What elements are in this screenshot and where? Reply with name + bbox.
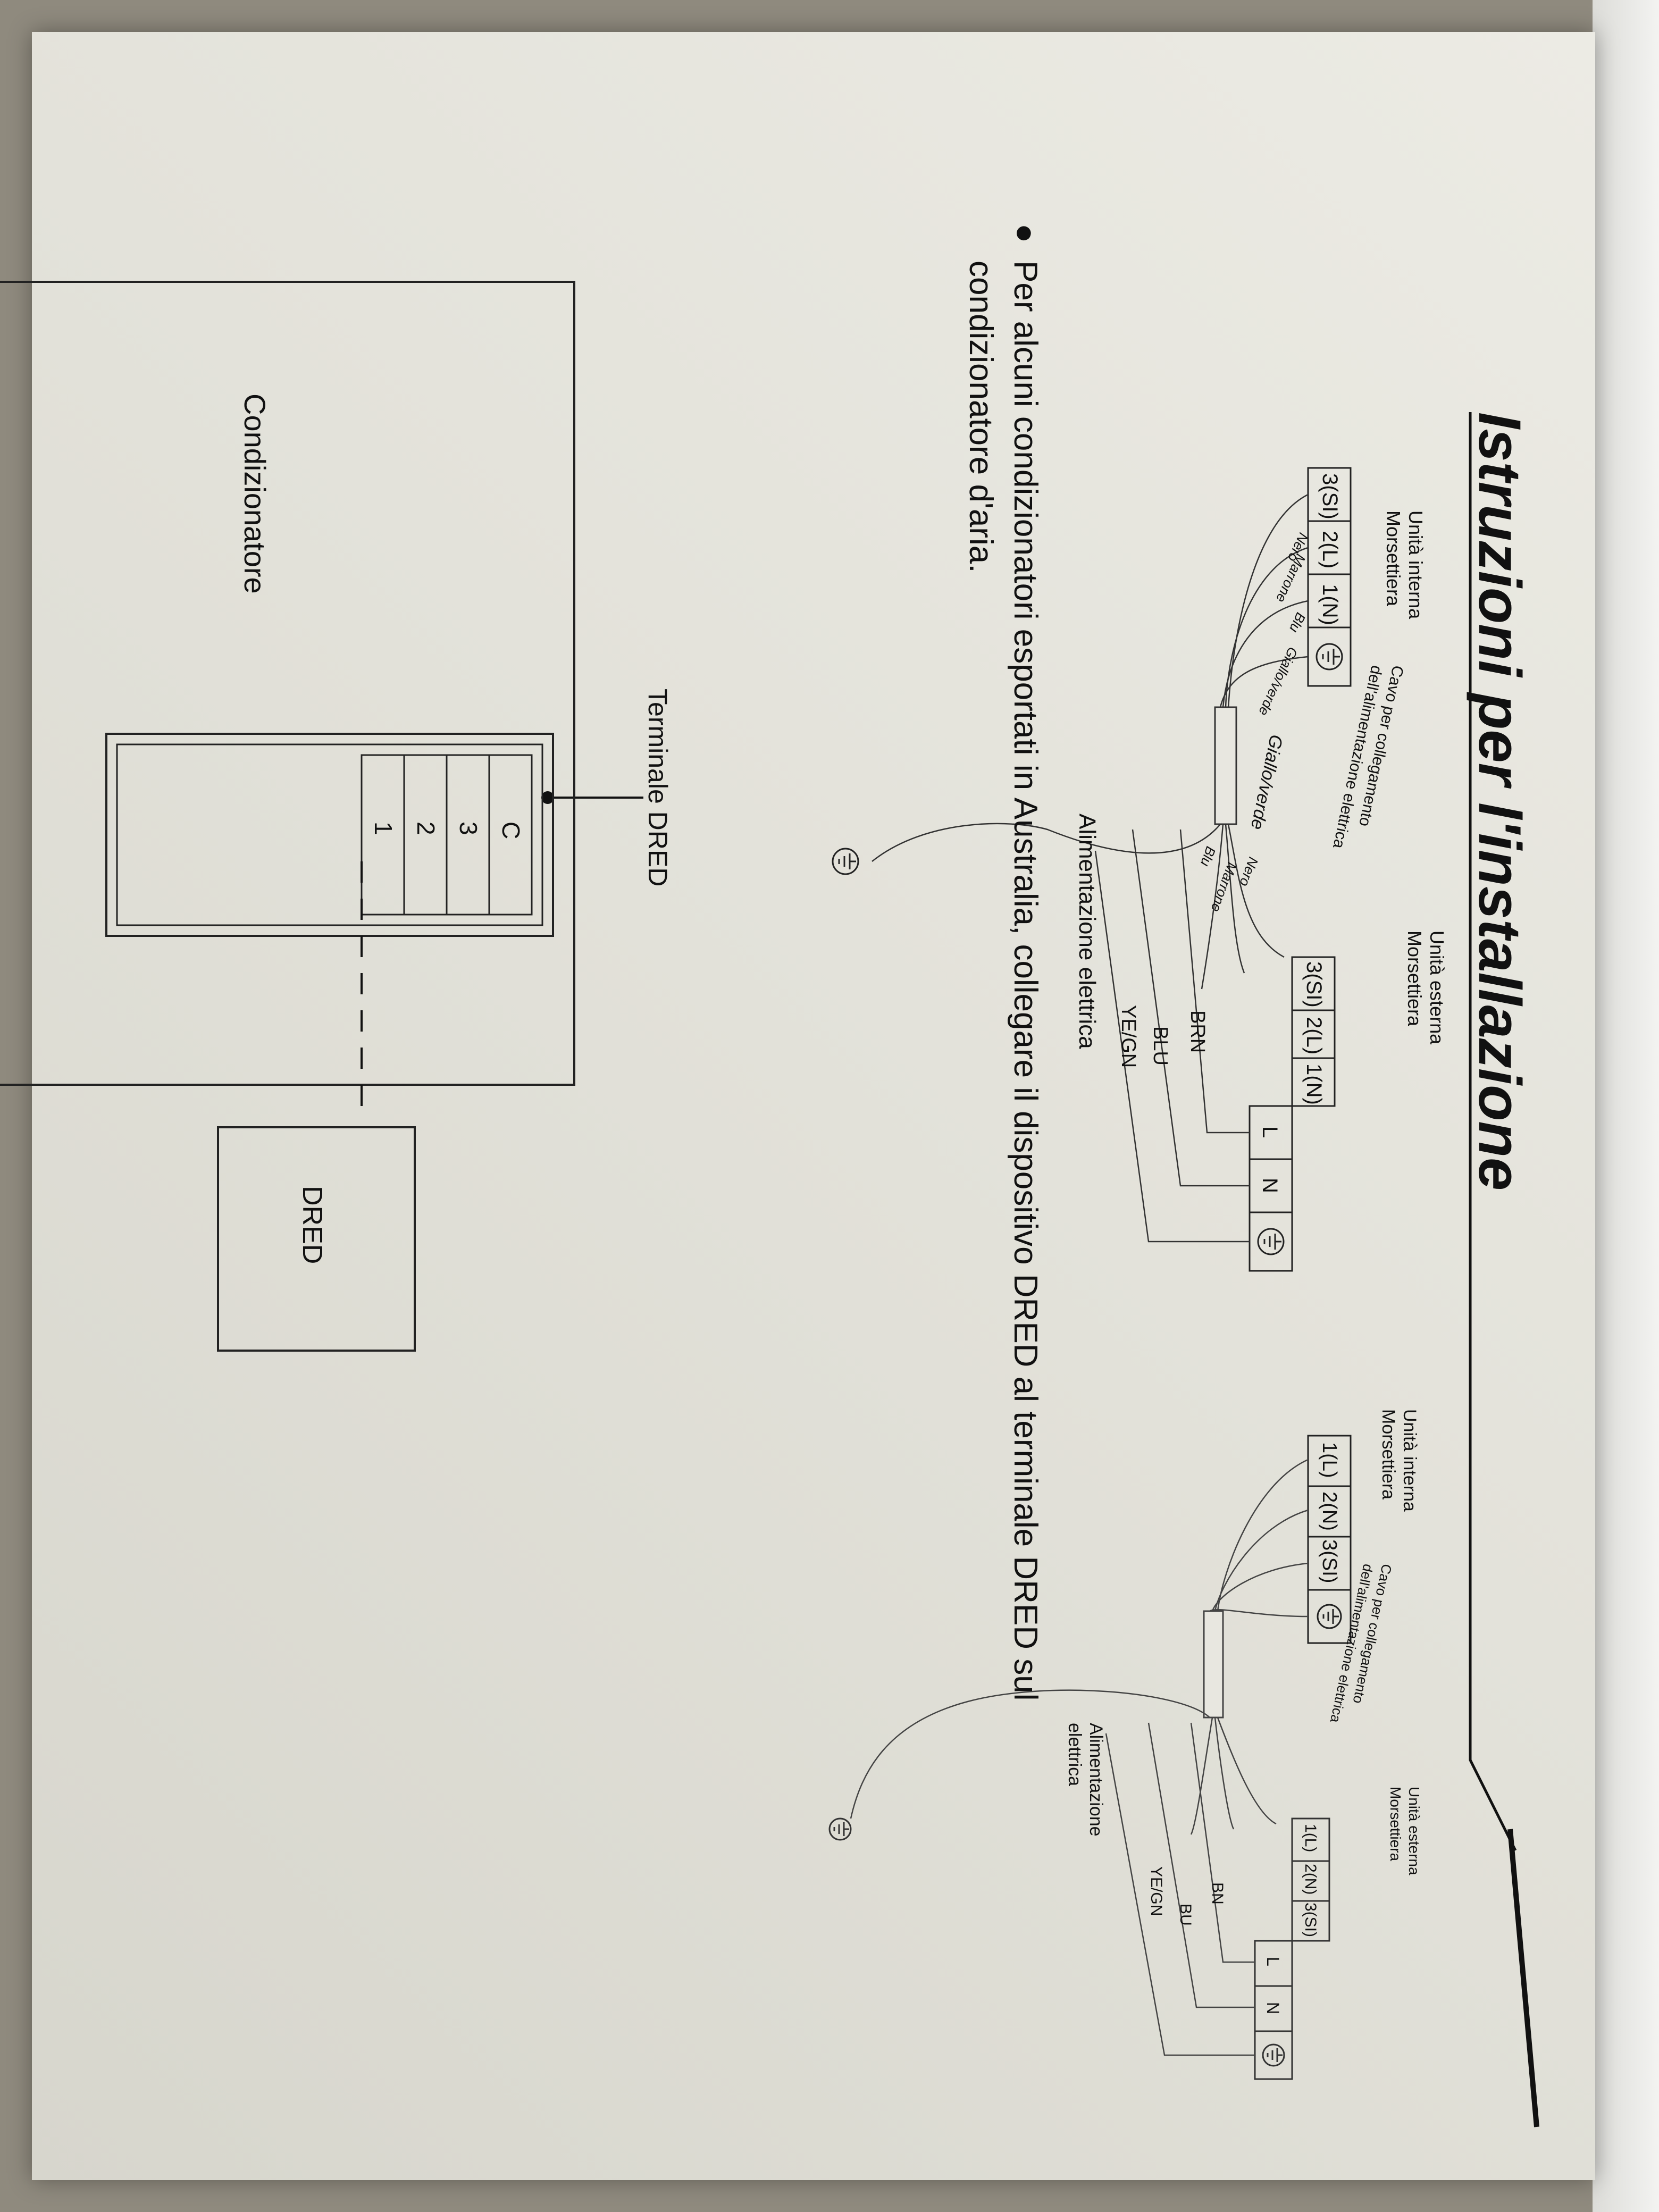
d2-supply-wire: BU <box>1177 1904 1194 1926</box>
d1-indoor-label-2: Morsettiera <box>1382 510 1404 607</box>
d1-indoor-terminal: 2(L) <box>1318 531 1342 568</box>
d1-wire-label: Nero <box>1236 855 1261 889</box>
d1-outdoor-terminal: 2(L) <box>1302 1017 1326 1054</box>
ground-icon <box>1262 2043 1285 2067</box>
d2-outdoor-terminal: 1(L) <box>1302 1824 1319 1852</box>
d2-indoor-terminal: 3(SI) <box>1318 1539 1340 1583</box>
dred-diagram: Terminale DRED C 3 2 1 Condizionatore DR… <box>0 281 673 1352</box>
d1-supply-label: Alimentazione elettrica <box>1074 814 1100 1049</box>
d2-supply-wire: YE/GN <box>1147 1866 1165 1916</box>
d1-ground-wire-label: Giallo/verde <box>1246 733 1286 831</box>
d2-supply-wire: BN <box>1209 1882 1226 1905</box>
title-rule <box>1507 1829 1539 2127</box>
d2-indoor-terminal: 1(L) <box>1318 1442 1340 1478</box>
d2-outdoor-terminal: 3(SI) <box>1302 1903 1319 1937</box>
air-conditioner-box <box>0 281 575 1086</box>
d2-outdoor-label-2: Morsettiera <box>1387 1787 1404 1861</box>
d1-outdoor-label-1: Unità esterna <box>1426 931 1448 1045</box>
bullet-line-1: Per alcuni condizionatori esportati in A… <box>1007 261 1044 1701</box>
d1-outdoor-terminal-block <box>1291 956 1336 1107</box>
dred-terminal-pin: 1 <box>370 822 397 835</box>
dred-terminal-pin: 2 <box>412 822 440 835</box>
ground-icon <box>1317 1604 1342 1629</box>
d2-indoor-label-1: Unità interna <box>1400 1409 1420 1512</box>
d1-supply-wire: YE/GN <box>1117 1005 1139 1068</box>
d2-indoor-terminal: 2(N) <box>1318 1492 1340 1531</box>
d1-supply-wire: BLU <box>1149 1026 1171 1066</box>
d2-cable-sleeve <box>1203 1610 1224 1719</box>
d1-wire-label: Blu <box>1286 610 1309 635</box>
d2-supply-terminal: L <box>1263 1957 1283 1966</box>
ground-icon <box>832 848 859 875</box>
page-title: Istruzioni per l'installazione <box>1467 412 1533 1191</box>
d1-cable-sleeve <box>1214 706 1237 825</box>
d2-outdoor-terminal-block <box>1291 1817 1330 1942</box>
d1-outdoor-label-2: Morsettiera <box>1404 931 1426 1027</box>
ground-icon <box>1316 643 1343 671</box>
d1-outdoor-terminal: 1(N) <box>1302 1063 1326 1105</box>
d1-wire-label: Marrone <box>1273 551 1309 605</box>
wiring-diagram-2: Unità interna Morsettiera 1(L) 2(N) 3(SI… <box>828 1409 1422 2080</box>
ground-icon <box>1257 1228 1285 1255</box>
dred-terminal-label: Terminale DRED <box>643 689 673 886</box>
ground-icon <box>828 1817 852 1841</box>
d2-outdoor-label-1: Unità esterna <box>1406 1787 1422 1875</box>
d2-indoor-label-2: Morsettiera <box>1378 1409 1398 1499</box>
d2-outdoor-terminal: 2(N) <box>1302 1864 1319 1895</box>
d1-supply-wire: BRN <box>1186 1010 1209 1053</box>
dred-terminal-pin: 3 <box>455 822 482 835</box>
title-underline <box>1469 412 1517 1851</box>
d1-wire-label: Blu <box>1197 844 1219 869</box>
bullet-line-2: condizionatore d'aria. <box>962 261 1000 573</box>
dred-device-label: DRED <box>297 1186 328 1264</box>
d1-indoor-terminal: 1(N) <box>1318 584 1342 625</box>
d1-supply-terminal: L <box>1258 1126 1281 1138</box>
air-conditioner-label: Condizionatore <box>238 393 272 594</box>
bullet-icon: ● <box>1007 223 1044 244</box>
d2-supply-label-2: elettrica <box>1065 1723 1085 1786</box>
bullet-note: ● Per alcuni condizionatori esportati in … <box>959 223 1048 2031</box>
d2-supply-terminal: N <box>1263 2002 1283 2014</box>
d2-ground-wire <box>850 1689 1210 1819</box>
dred-device-box <box>217 1126 416 1352</box>
d1-ground-wire <box>872 823 1221 862</box>
d1-indoor-label-1: Unità interna <box>1405 510 1427 619</box>
dred-terminal-pin: C <box>497 822 525 839</box>
d1-indoor-terminal: 3(SI) <box>1318 473 1342 520</box>
d1-outdoor-terminal: 3(SI) <box>1302 961 1326 1008</box>
wiring-diagram-1: Unità interna Morsettiera 3(SI) 2(L) 1(N… <box>832 467 1448 1272</box>
d2-supply-label-1: Alimentazione <box>1086 1723 1106 1837</box>
d1-supply-terminal: N <box>1258 1178 1281 1193</box>
d1-wire-label: Giallo/verde <box>1255 644 1301 718</box>
